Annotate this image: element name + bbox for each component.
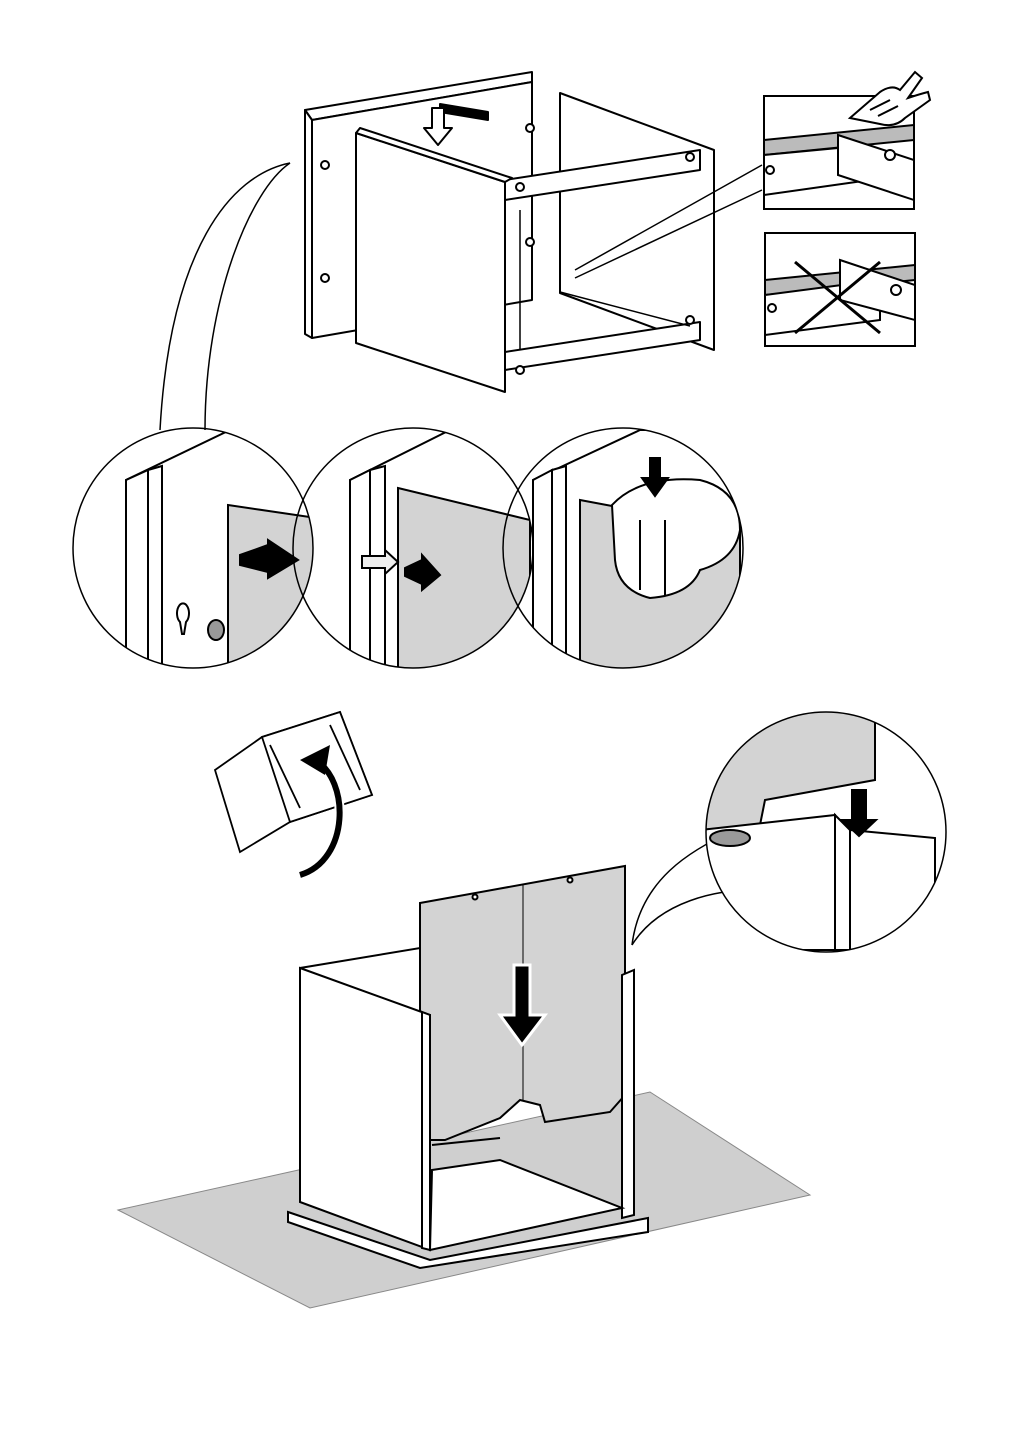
zoom-circle-2 xyxy=(292,427,534,669)
rotate-box-icon xyxy=(213,710,374,854)
rotate-arrow-icon xyxy=(298,745,345,880)
zoom-circle-3 xyxy=(502,427,744,669)
hand-pointing-icon xyxy=(847,70,932,127)
cabinet-step8 xyxy=(304,71,763,393)
zoom-circle-1 xyxy=(72,427,314,669)
check-detail-icon xyxy=(763,70,932,210)
cross-wrong-icon xyxy=(764,232,916,347)
zoom-circle-4 xyxy=(705,711,947,953)
fist-press-icon xyxy=(610,478,742,600)
back-panel xyxy=(419,864,626,1141)
cabinet-step9 xyxy=(287,946,649,1270)
